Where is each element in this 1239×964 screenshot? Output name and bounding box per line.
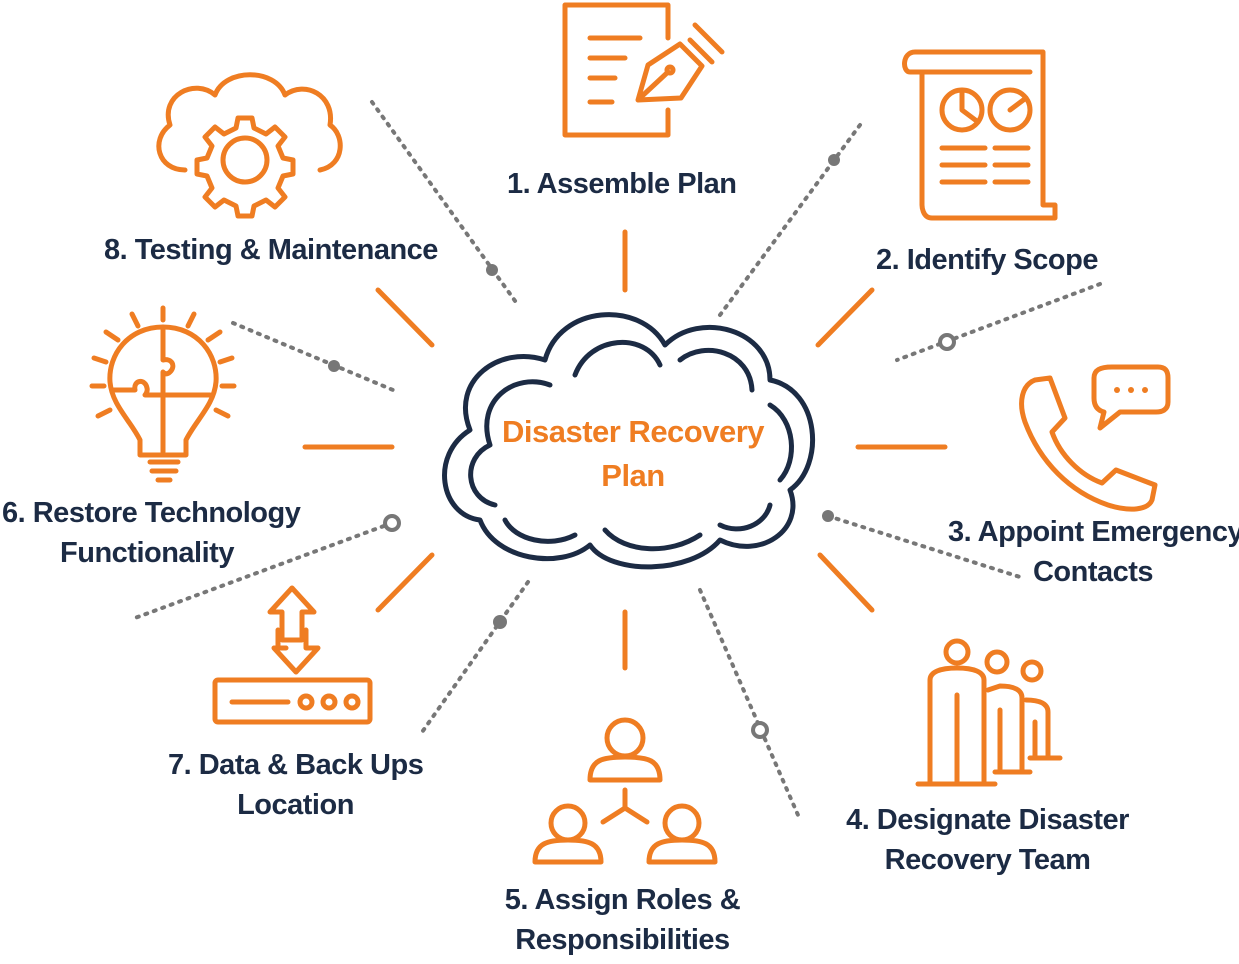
step-4-line-2: Recovery Team [884, 844, 1091, 876]
step-8-title: 8. Testing & Maintenance [104, 234, 438, 266]
ray-4 [817, 552, 875, 613]
connector-node [938, 333, 956, 351]
connector-node [751, 721, 769, 739]
document-pen-icon [562, 2, 725, 138]
lightbulb-puzzle-icon [89, 305, 237, 483]
cloud-gear-icon [156, 72, 343, 219]
connector-node [493, 615, 507, 629]
step-7-label: 7. Data & Back Ups Location [168, 745, 424, 825]
connector-e-upper [895, 282, 1102, 362]
step-5-label: 5. Assign Roles & Responsibilities [495, 880, 750, 960]
ray-7 [375, 552, 435, 613]
step-1-label: 1. Assemble Plan [507, 164, 737, 204]
team-icon [915, 638, 1063, 787]
step-6-line-2: Functionality [60, 537, 234, 569]
step-8-label: 8. Testing & Maintenance [104, 230, 438, 270]
step-5-line-1: 5. Assign Roles & [504, 884, 741, 916]
step-7-line-1: 7. Data & Back Ups [168, 749, 424, 781]
center-cloud-icon [442, 312, 816, 570]
phone-chat-icon [1019, 364, 1171, 512]
step-4-label: 4. Designate Disaster Recovery Team [845, 800, 1130, 880]
connector-w-lower [133, 521, 394, 620]
step-6-label: 6. Restore Technology Functionality [2, 493, 301, 573]
connector-e-lower [826, 514, 1022, 579]
connector-se [698, 588, 800, 817]
center-label: Disaster Recovery Plan [473, 410, 793, 498]
dotted-connectors [133, 100, 1102, 817]
connector-ne [718, 123, 862, 317]
org-chart-icon [532, 717, 718, 865]
server-transfer-icon [212, 585, 373, 725]
orange-rays [302, 229, 948, 671]
connector-node [486, 264, 498, 276]
connector-nw [370, 100, 520, 307]
connector-node [828, 154, 840, 166]
step-6-line-1: 6. Restore Technology [2, 497, 301, 529]
connector-node [383, 514, 401, 532]
center-line-2: Plan [601, 458, 665, 493]
ray-8 [375, 287, 435, 348]
connector-node [822, 510, 834, 522]
step-5-line-2: Responsibilities [515, 924, 730, 956]
ray-2 [815, 287, 875, 348]
step-2-title: 2. Identify Scope [876, 244, 1098, 276]
connector-node [328, 360, 340, 372]
step-3-label: 3. Appoint Emergency Contacts [948, 512, 1239, 592]
step-2-label: 2. Identify Scope [876, 240, 1098, 280]
step-7-line-2: Location [237, 789, 354, 821]
connector-sw [418, 580, 530, 737]
step-1-title: 1. Assemble Plan [507, 168, 737, 200]
center-line-1: Disaster Recovery [501, 414, 765, 449]
step-3-line-1: 3. Appoint Emergency [948, 516, 1239, 548]
step-4-line-1: 4. Designate Disaster [846, 804, 1129, 836]
step-3-line-2: Contacts [1032, 556, 1154, 588]
report-scroll-icon [902, 49, 1058, 221]
connector-w-upper [231, 321, 395, 392]
